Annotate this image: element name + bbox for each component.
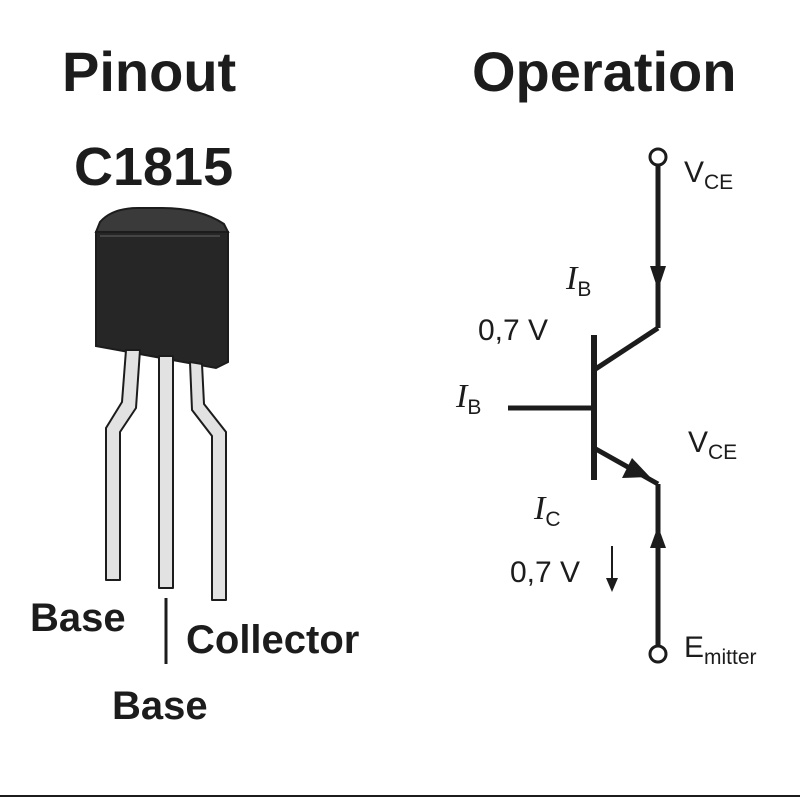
- current-arrows: [622, 266, 666, 548]
- part-number: C1815: [74, 137, 234, 197]
- ic-label: IC: [534, 490, 561, 531]
- lead-left: [105, 349, 141, 581]
- lead-right: [189, 361, 227, 601]
- pin-label-right: Collector: [186, 618, 360, 662]
- terminal-bottom: [648, 644, 668, 664]
- transistor-symbol: [508, 165, 661, 645]
- ib-left-label: IB: [456, 378, 482, 419]
- pin-label-left: Base: [30, 596, 126, 640]
- voltage-lower-label: 0,7 V: [510, 556, 581, 589]
- vce-top-label: VCE: [684, 156, 734, 194]
- collector-lead: [592, 325, 660, 373]
- vce-mid-label: VCE: [688, 426, 738, 464]
- to92-package: [94, 207, 230, 370]
- voltage-drop-arrow: [606, 546, 618, 592]
- pinout-title: Pinout: [62, 40, 237, 103]
- package-leads: [105, 349, 227, 601]
- emitter-lead: [592, 445, 660, 487]
- package-body: [95, 231, 229, 370]
- emitter-arrowhead: [622, 458, 650, 478]
- pin-label-bottom: Base: [112, 684, 208, 728]
- collector-current-arrow: [650, 266, 666, 290]
- operation-title: Operation: [472, 40, 737, 103]
- terminal-top: [648, 147, 668, 167]
- emitter-current-arrow: [650, 526, 666, 548]
- voltage-upper-label: 0,7 V: [478, 314, 549, 347]
- lead-middle: [158, 355, 174, 589]
- package-top-face: [94, 207, 230, 233]
- ib-upper-label: IB: [566, 260, 592, 301]
- emitter-label: Emitter: [684, 631, 757, 669]
